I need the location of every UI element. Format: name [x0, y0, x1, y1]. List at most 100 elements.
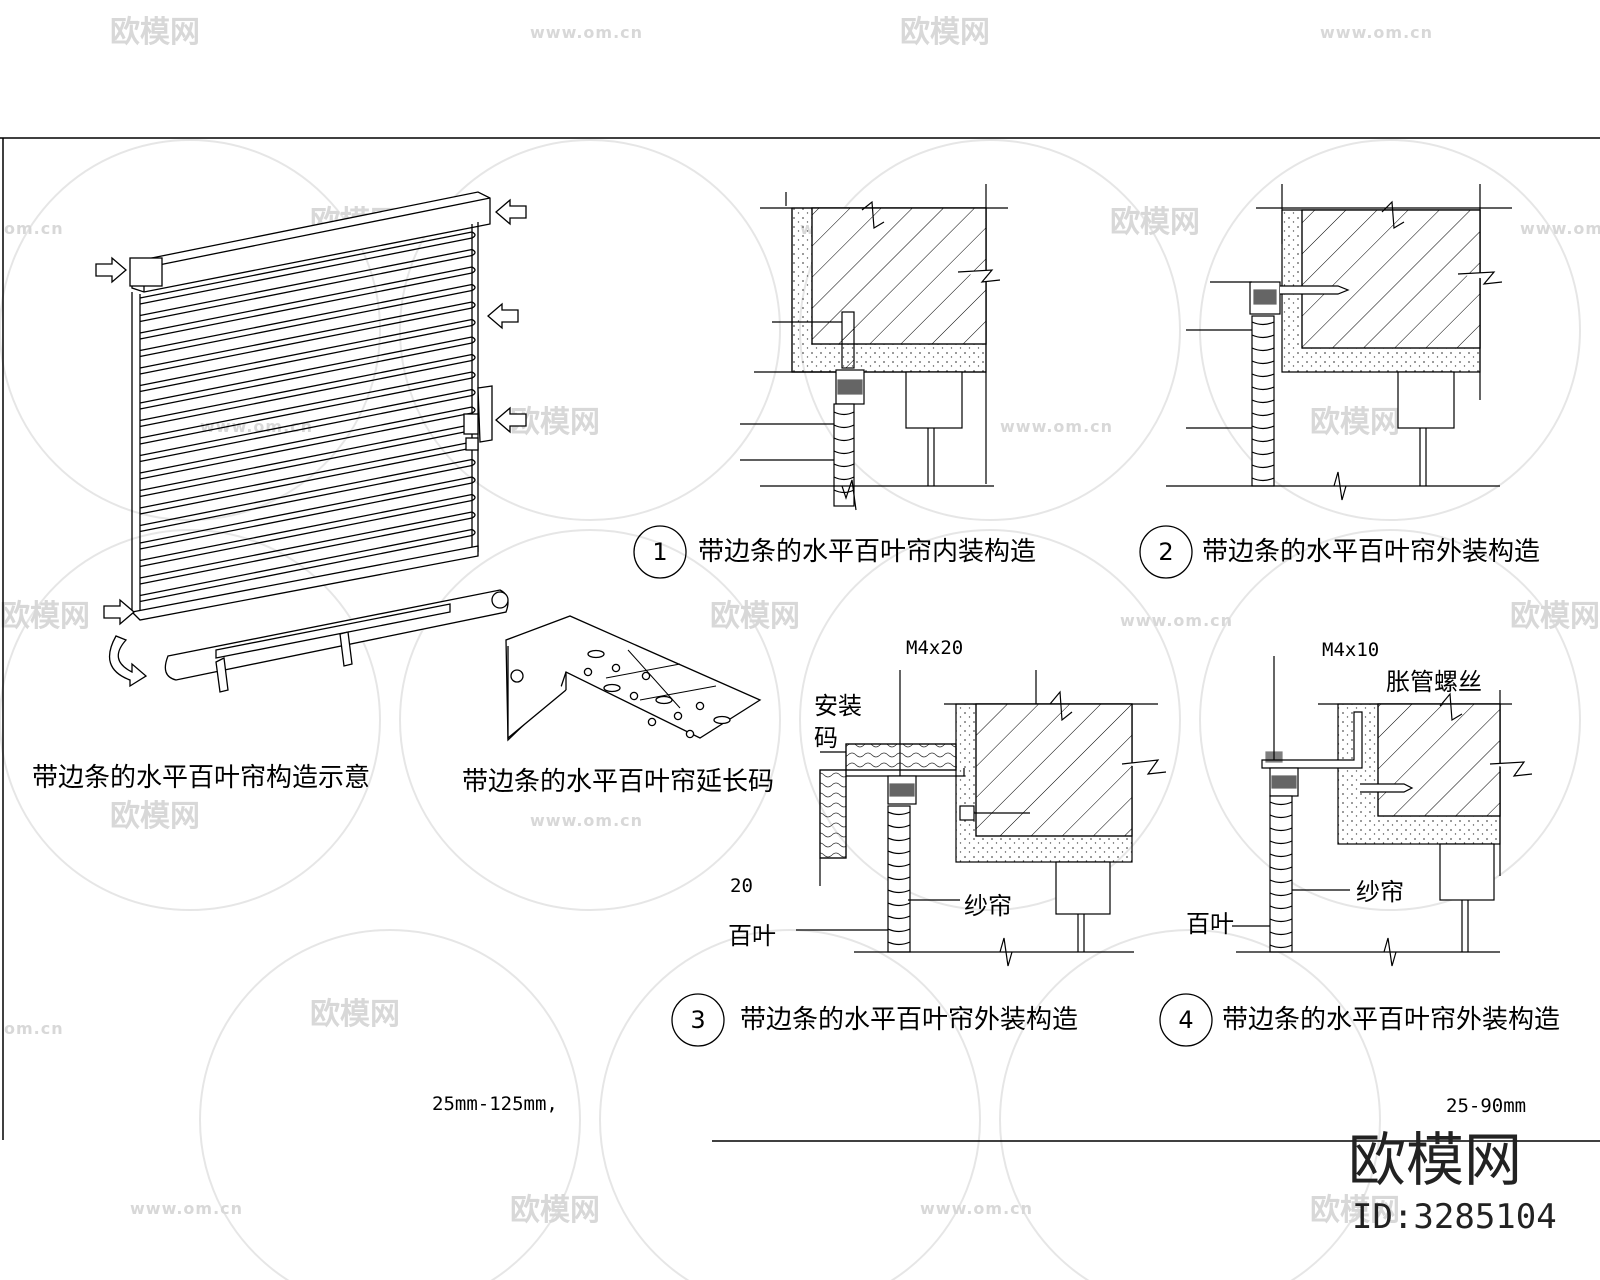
- blind-slat: [139, 406, 473, 474]
- blind-slat-edge: [139, 412, 473, 480]
- blind-slat-edge: [139, 237, 473, 305]
- slat-section: [1269, 827, 1293, 832]
- blind-slat-end: [471, 266, 476, 274]
- slat-section: [1251, 412, 1275, 417]
- bracket-hole: [611, 663, 621, 673]
- detail-1-caption: 带边条的水平百叶帘内装构造: [698, 537, 1036, 567]
- slat-section: [1251, 334, 1275, 339]
- brand-stamp-name: 欧模网: [1348, 1126, 1522, 1194]
- blind-slat: [139, 493, 473, 562]
- slat-section: [1269, 931, 1293, 936]
- detail-4-slat-label: 百叶: [1186, 910, 1234, 938]
- watermark-brand: 欧模网: [1110, 205, 1200, 240]
- blind-slat-end: [471, 528, 476, 537]
- slat-section: [1251, 464, 1275, 469]
- slat-section: [833, 411, 855, 416]
- blind-slats: [139, 231, 476, 603]
- slat-section: [1269, 866, 1293, 871]
- slat-section: [1269, 944, 1293, 949]
- detail-3-annotations: M4x20 安装 码 20 百叶 纱帘: [728, 637, 1012, 950]
- blind-slat: [139, 266, 473, 334]
- slat-section: [887, 889, 911, 894]
- detail-3-caption: 带边条的水平百叶帘外装构造: [740, 1005, 1078, 1035]
- blind-slat-end: [471, 511, 476, 519]
- detail-4-label: 4 带边条的水平百叶帘外装构造: [1159, 993, 1560, 1047]
- blind-slat-edge: [139, 359, 473, 428]
- bracket-caption: 带边条的水平百叶帘延长码: [462, 767, 774, 797]
- watermark-brand: 欧模网: [900, 15, 990, 50]
- slat-section: [1269, 905, 1293, 910]
- detail-2-label: 2 带边条的水平百叶帘外装构造: [1139, 525, 1540, 579]
- bracket-slot: [603, 683, 621, 693]
- watermark-url: www.om.cn: [530, 811, 643, 830]
- slat-section: [1251, 347, 1275, 352]
- blind-slat-edge: [139, 324, 473, 393]
- slat-section: [1251, 360, 1275, 365]
- detail-2-caption: 带边条的水平百叶帘外装构造: [1202, 537, 1540, 567]
- watermark-brand: 欧模网: [1510, 599, 1600, 634]
- blind-slat-end: [471, 301, 476, 309]
- blind-slat: [139, 371, 473, 439]
- watermark-brand: 欧模网: [0, 599, 90, 634]
- blind-slat-end: [471, 406, 476, 414]
- blind-slat-end: [471, 318, 476, 327]
- slat-section: [887, 876, 911, 881]
- slat-section: [833, 450, 855, 455]
- blind-slat: [139, 283, 473, 352]
- slat-section: [1269, 814, 1293, 819]
- blind-slat-edge: [139, 517, 473, 585]
- slat-section: [1251, 373, 1275, 378]
- blind-slat-edge: [139, 447, 473, 515]
- detail-4-anchor-label: 胀管螺丝: [1386, 668, 1482, 696]
- slat-section: [1251, 451, 1275, 456]
- detail-4-screen-label: 纱帘: [1356, 878, 1404, 906]
- bottom-rail-part: [164, 589, 509, 693]
- blind-slat-end: [471, 231, 476, 239]
- slat-section: [1269, 918, 1293, 923]
- watermark-url: www.om.cn: [130, 1199, 243, 1218]
- blind-slat-edge: [139, 289, 473, 358]
- blind-slat-edge: [139, 272, 473, 340]
- right-range-note: 25-90mm: [1446, 1095, 1526, 1117]
- watermark-url: www.om.cn: [920, 1199, 1033, 1218]
- left-range-note: 25mm-125mm,: [432, 1093, 558, 1115]
- watermark-arcs: [0, 139, 1581, 1280]
- watermark-url-group: www.om.cn www.om.cn www.om.cn www.om.cn www.…: [4, 23, 1600, 1218]
- watermark-url: om.cn: [4, 219, 64, 238]
- slat-section: [1251, 399, 1275, 404]
- blind-slat: [139, 231, 473, 299]
- blind-slat: [139, 336, 473, 404]
- watermark-brand-group: 欧模网欧模网欧模网欧模网欧模网欧模网欧模网欧模网欧模网欧模网欧模网欧模网欧模网: [0, 15, 1600, 1228]
- detail-2-drawing: [1166, 184, 1512, 501]
- watermark-brand: 欧模网: [110, 15, 200, 50]
- bracket-hole: [647, 717, 657, 727]
- watermark-url: www.om.cn: [1320, 23, 1433, 42]
- blind-slat-end: [471, 458, 476, 467]
- slat-section: [887, 824, 911, 829]
- watermark-url: www.om.cn: [530, 23, 643, 42]
- blind-slat-edge: [139, 394, 473, 463]
- detail-1-number: 1: [652, 538, 667, 566]
- bracket-hole: [695, 701, 705, 711]
- slat-section: [887, 863, 911, 868]
- slat-section: [833, 424, 855, 429]
- slat-section: [887, 850, 911, 855]
- detail-3-slat-label: 百叶: [728, 922, 776, 950]
- watermark-brand: 欧模网: [1310, 1193, 1400, 1228]
- bracket-hole: [673, 711, 683, 721]
- slat-section: [887, 915, 911, 920]
- watermark-brand: 欧模网: [1310, 405, 1400, 440]
- blind-slat: [139, 301, 473, 369]
- detail-2-number: 2: [1158, 538, 1173, 566]
- blind-slat-edge: [139, 534, 473, 603]
- blind-slat-edge: [139, 307, 473, 375]
- slat-section: [833, 476, 855, 481]
- detail-4-annotations: M4x10 胀管螺丝 百叶 纱帘: [1186, 639, 1482, 938]
- blind-slat-edge: [139, 482, 473, 550]
- watermark-url: www.om.cn: [1000, 417, 1113, 436]
- detail-3-number: 3: [690, 1006, 705, 1034]
- bracket-slot: [587, 649, 605, 659]
- slat-section: [833, 463, 855, 468]
- bracket-hole: [583, 667, 593, 677]
